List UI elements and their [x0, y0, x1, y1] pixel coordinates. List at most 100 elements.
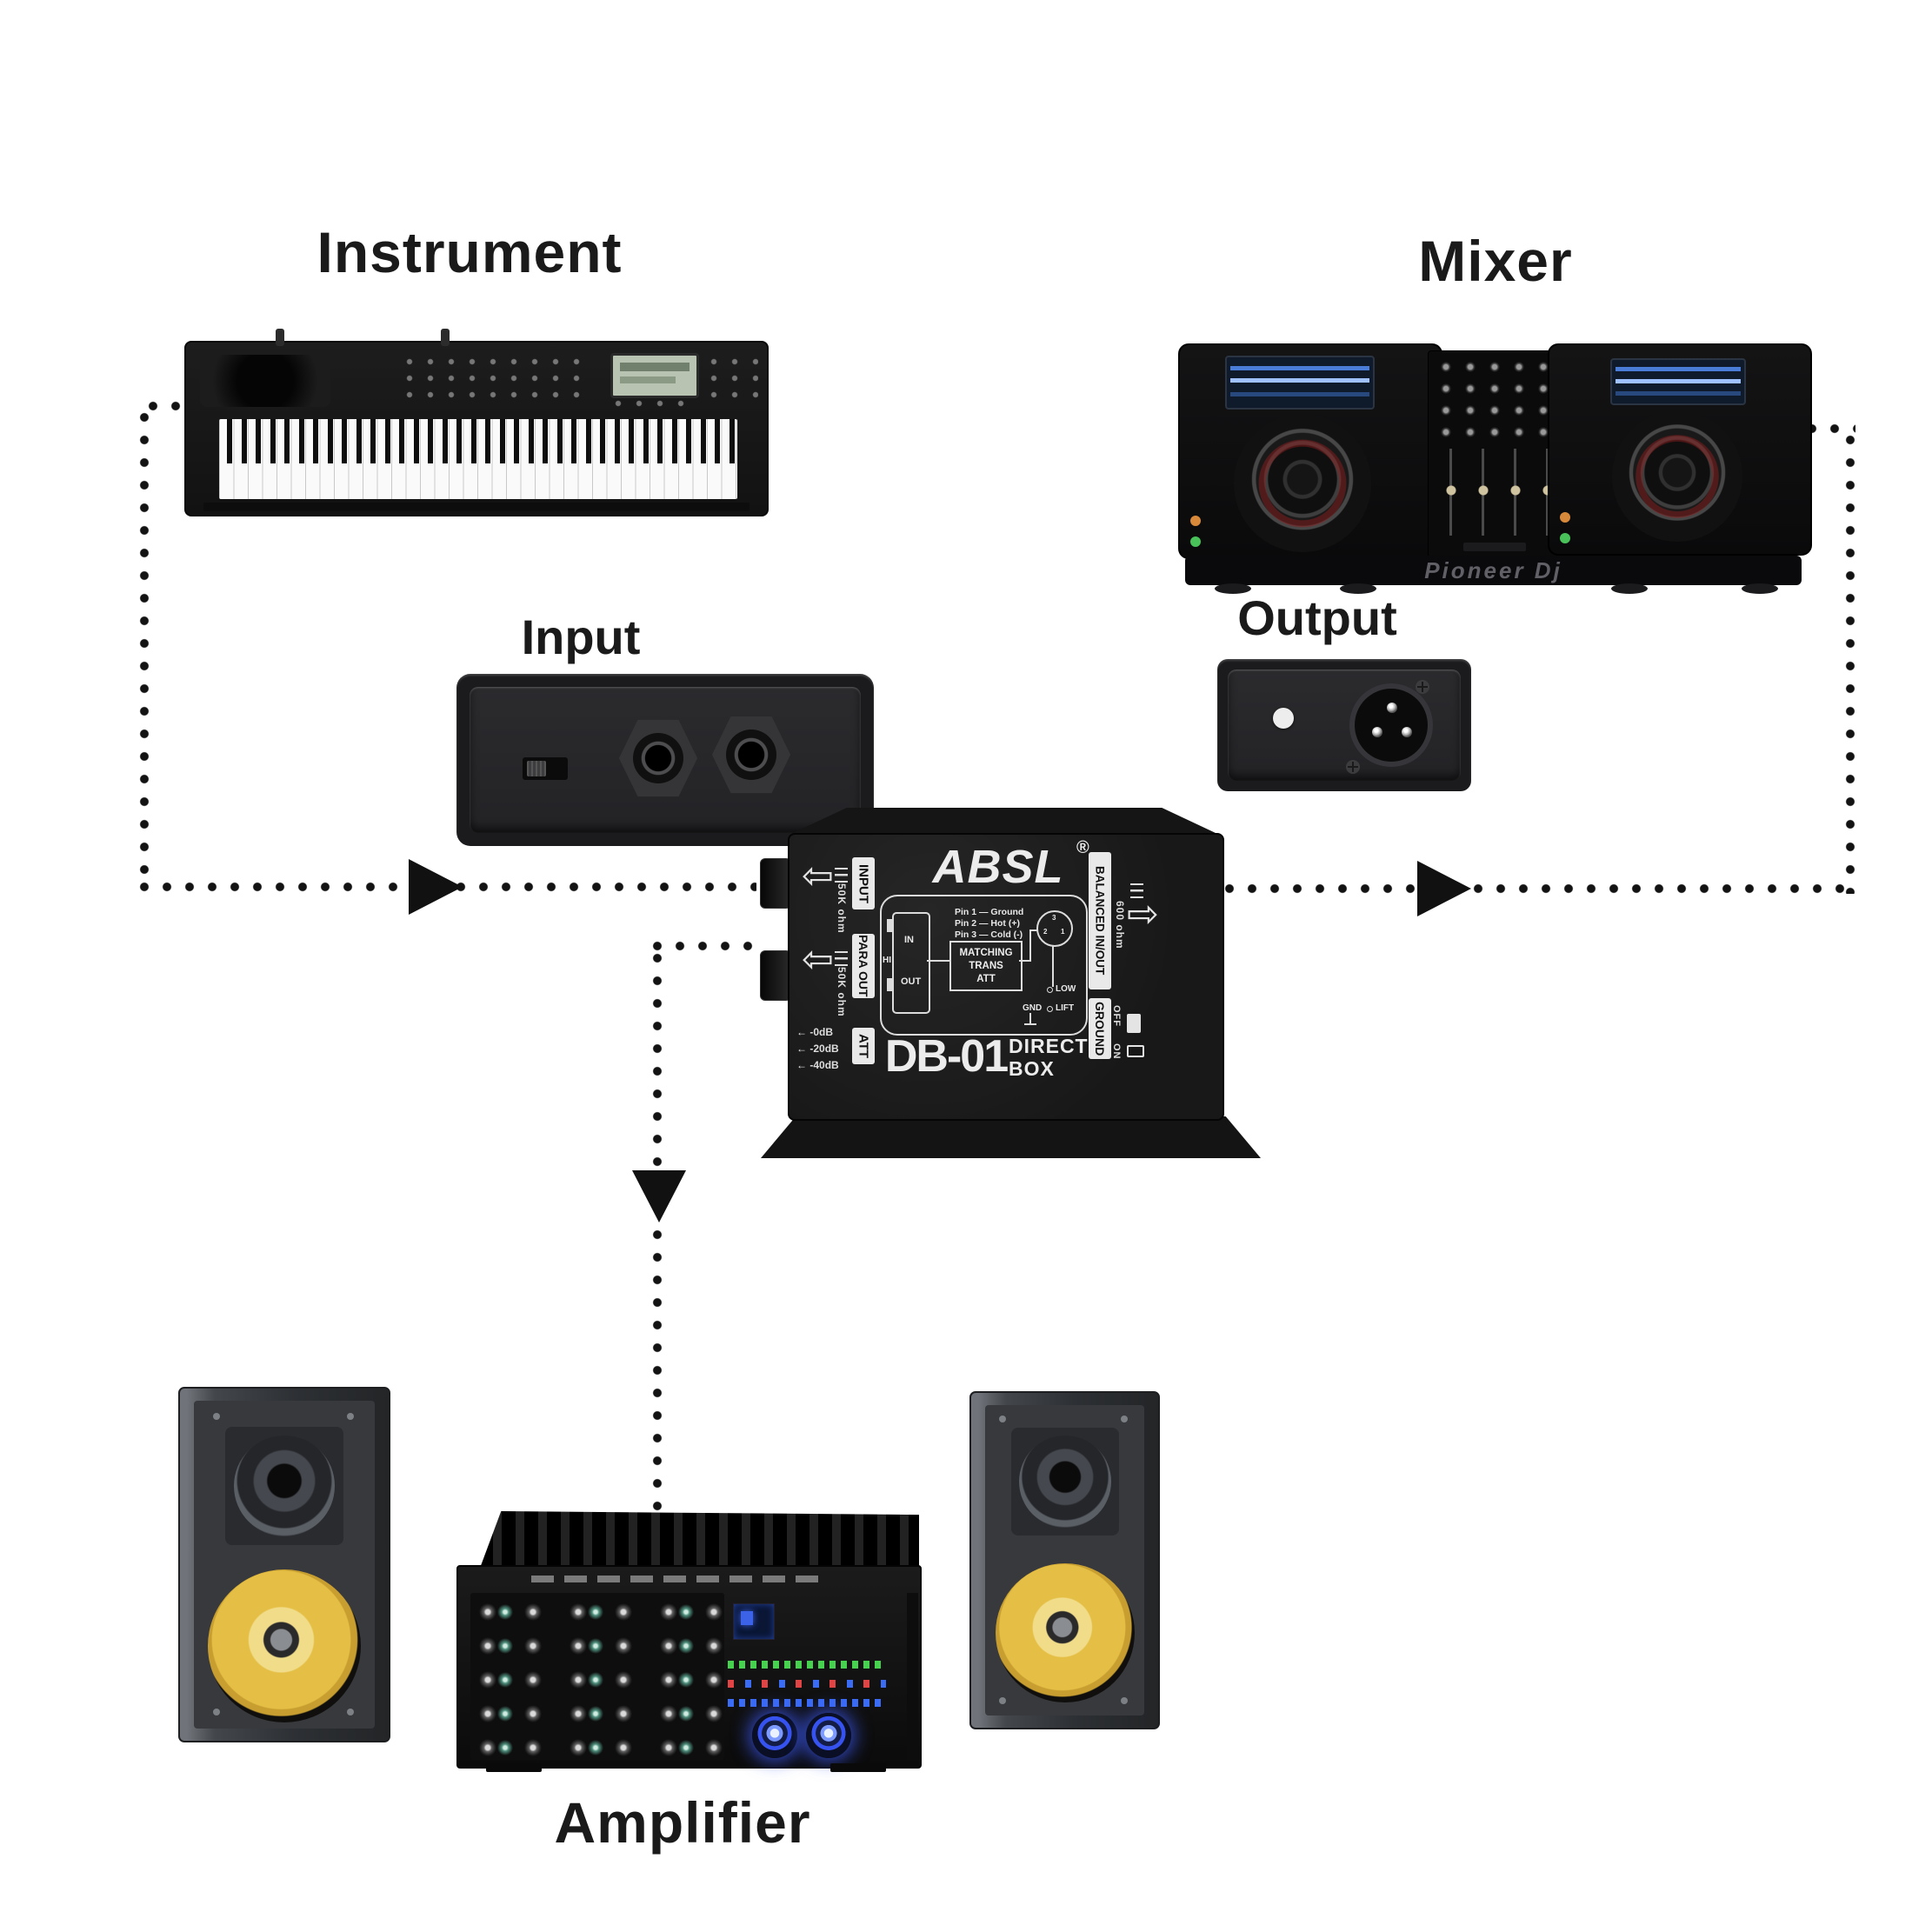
- input-label: Input: [521, 610, 641, 664]
- para-out-jack-socket: [726, 729, 776, 780]
- input-arrow-icon: ⇦: [802, 854, 834, 898]
- input-slide-switch: [523, 757, 568, 780]
- circuit-jack-contact: [887, 978, 894, 991]
- circuit-xlr-symbol: 3 2 1: [1036, 910, 1073, 947]
- di-registered-mark: ®: [1076, 838, 1089, 857]
- keyboard-button-grid: [610, 396, 694, 414]
- amp-knob-field: [470, 1593, 724, 1760]
- amp-path-vertical-lower: [652, 1229, 663, 1515]
- woofer: [208, 1569, 361, 1722]
- circuit-hi-text: HI: [883, 956, 891, 965]
- amp-rack-ear: [907, 1593, 918, 1760]
- circuit-switch-contact: [1047, 1006, 1053, 1012]
- keyboard-bottom-strip: [203, 503, 749, 511]
- circuit-wire: [1019, 960, 1031, 962]
- status-led: [1560, 533, 1570, 543]
- speaker-left: [178, 1387, 390, 1742]
- ground-off-text: OFF: [1111, 1005, 1122, 1027]
- circuit-jack-outline: [892, 912, 930, 1014]
- amp-volume-knob: [752, 1713, 797, 1758]
- tweeter: [1019, 1436, 1111, 1528]
- cdj-deck-left: [1178, 343, 1442, 559]
- instrument-keyboard: [184, 329, 769, 516]
- mixer-path-horizontal: [1224, 883, 1854, 894]
- cdj-screen: [1610, 358, 1746, 405]
- keyboard-display: [610, 353, 699, 398]
- di-output-side-panel: [1217, 659, 1471, 791]
- instrument-path-arrow-icon: [409, 859, 463, 915]
- woofer: [996, 1563, 1135, 1702]
- circuit-wire: [927, 960, 949, 962]
- mixer-foot: [1611, 583, 1648, 594]
- circuit-lift-text: LIFT: [1056, 1003, 1075, 1013]
- keyboard-speaker-grille: [200, 355, 330, 407]
- speaker-screw: [999, 1697, 1006, 1704]
- mixer-center-section: [1428, 350, 1562, 557]
- amp-foot: [830, 1763, 886, 1772]
- jog-wheel: [1612, 411, 1742, 542]
- speaker-screw: [1121, 1697, 1128, 1704]
- cdj-screen: [1225, 356, 1375, 410]
- amp-volume-knob: [806, 1713, 851, 1758]
- output-panel-screw: [1346, 760, 1360, 774]
- output-panel-screw: [1416, 680, 1429, 694]
- circuit-jack-contact: [887, 919, 894, 932]
- amp-front-panel: [456, 1565, 922, 1769]
- amp-path-vertical-upper: [652, 953, 663, 1169]
- circuit-wire: [1029, 929, 1031, 962]
- circuit-gnd-text: GND: [1023, 1003, 1043, 1013]
- amplifier-unit: [456, 1511, 922, 1772]
- balanced-impedance-bars-icon: [1130, 883, 1143, 898]
- speaker-screw: [347, 1709, 354, 1715]
- amp-path-stub: [652, 941, 755, 951]
- speaker-screw: [999, 1416, 1006, 1422]
- amp-vent-grille: [479, 1511, 919, 1570]
- amplifier-label: Amplifier: [554, 1790, 811, 1855]
- para-impedance-text: 50K ohm: [836, 967, 848, 1017]
- xlr-male-connector: [1349, 683, 1433, 767]
- amp-brand-strip: [531, 1576, 818, 1582]
- mixer-foot: [1742, 583, 1778, 594]
- circuit-in-text: IN: [904, 935, 914, 945]
- mixer-brand-bar: Pioneer Dj: [1185, 556, 1802, 585]
- di-att-levels: ← -0dB ← -20dB ← -40dB: [796, 1026, 839, 1071]
- di-para-out-badge: PARA OUT: [852, 934, 875, 998]
- keyboard-stand-peg: [276, 329, 284, 346]
- di-box-top-face: ABSL ® ⇦ 50K ohm INPUT ⇦ 50K ohm PARA OU…: [788, 833, 1224, 1121]
- circuit-matching-box: MATCHING TRANS ATT: [949, 941, 1023, 991]
- amp-path-arrow-icon: [632, 1170, 686, 1222]
- instrument-label: Instrument: [316, 220, 623, 284]
- keyboard-keys: [219, 419, 737, 499]
- circuit-ground-symbol: [1029, 1013, 1031, 1023]
- cdj-deck-right: [1548, 343, 1812, 556]
- di-input-side-panel: [456, 674, 874, 846]
- mixer-path-stub: [1807, 423, 1855, 434]
- status-led: [1190, 516, 1201, 526]
- amp-led-meter: [728, 1680, 886, 1688]
- di-input-badge: INPUT: [852, 857, 875, 909]
- mixer-path-arrow-icon: [1417, 861, 1471, 916]
- di-box-input-jack: [760, 858, 791, 909]
- mixer-path-vertical: [1845, 435, 1855, 894]
- mixer-foot: [1215, 583, 1251, 594]
- keyboard-stand-peg: [441, 329, 450, 346]
- status-led: [1560, 512, 1570, 523]
- di-box: ABSL ® ⇦ 50K ohm INPUT ⇦ 50K ohm PARA OU…: [756, 804, 1265, 1163]
- di-model-text: DB-01: [884, 1031, 1009, 1082]
- output-label: Output: [1237, 590, 1397, 645]
- circuit-wire: [1029, 929, 1038, 931]
- circuit-wire: [1052, 945, 1054, 987]
- di-balanced-badge: BALANCED IN/OUT: [1089, 852, 1111, 989]
- ground-on-text: ON: [1111, 1043, 1122, 1060]
- para-impedance-bars-icon: [835, 951, 848, 966]
- input-impedance-text: 50K ohm: [836, 883, 848, 934]
- mixer-channel-faders: [1434, 449, 1556, 536]
- di-att-badge: ATT: [852, 1028, 875, 1064]
- speaker-right: [969, 1391, 1160, 1729]
- instrument-path-vertical: [139, 412, 150, 882]
- di-circuit-diagram: IN OUT HI Pin 1 — Ground Pin 2 — Hot (+)…: [880, 895, 1088, 1036]
- status-led: [1190, 536, 1201, 547]
- balanced-arrow-icon: ⇨: [1127, 892, 1159, 936]
- dj-mixer: Pioneer Dj: [1178, 335, 1812, 594]
